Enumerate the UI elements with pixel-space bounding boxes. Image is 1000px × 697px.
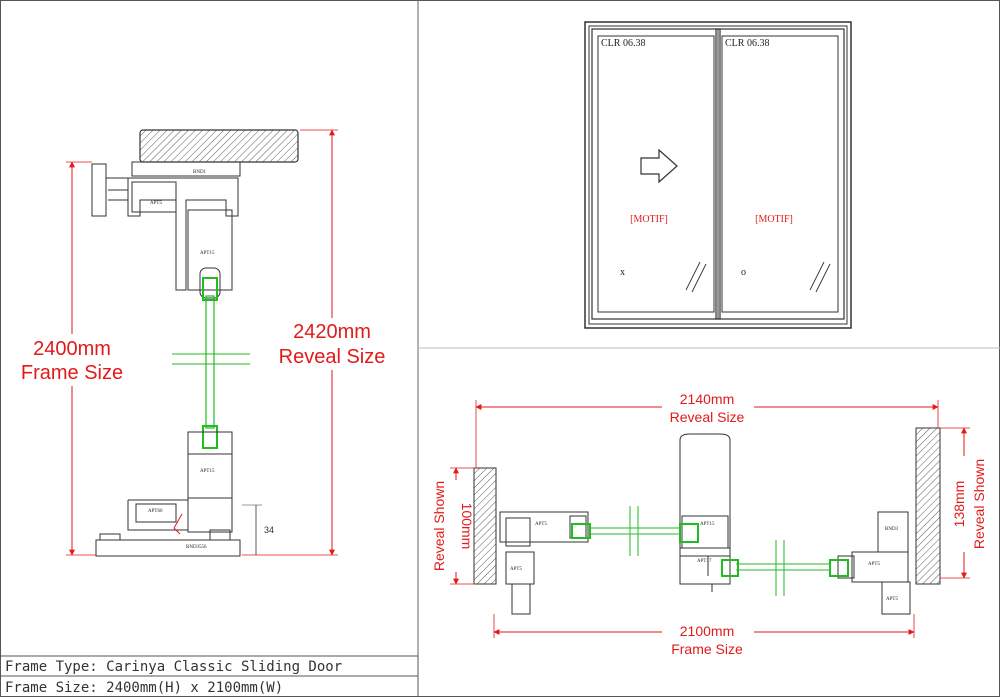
glass-reflection-icon [685,261,831,293]
head-profile-codes: BND1 APT5 APT15 [150,170,215,256]
vertical-section: BND1 APT5 APT15 APT15 APT60 BND3556 [14,129,394,557]
right-glass-spec: CLR 06.38 [725,38,769,49]
sill-glazing-gasket [202,425,218,449]
profile-code: APT5 [150,201,162,206]
reveal-size-value: 2420mm [293,321,371,343]
sill-profile-codes: APT15 APT60 BND3556 [148,469,215,550]
profile-code: BND3556 [186,545,207,550]
frame-type-text: Frame Type: Carinya Classic Sliding Door [5,659,342,675]
left-panel-type: X [620,267,625,278]
head-lintel [139,129,299,163]
profile-code: APT5 [535,522,547,527]
left-motif-label: [MOTIF] [630,214,668,225]
profile-code: APT15 [200,251,215,256]
profile-code: APT5 [868,562,880,567]
left-reveal-label: Reveal Shown [431,481,447,571]
right-motif-label: [MOTIF] [755,214,793,225]
outer-frame [584,21,852,329]
vertical-glass [172,295,250,429]
frame-size-text: Frame Size: 2400mm(H) x 2100mm(W) [5,680,283,696]
left-reveal-wall [473,467,497,585]
right-reveal-wall [915,427,941,585]
reveal-width-value: 2140mm [680,391,734,407]
title-block: Frame Type: Carinya Classic Sliding Door… [0,655,419,697]
head-glazing-gasket [202,277,218,301]
frame-width-label: Frame Size [671,641,743,657]
right-reveal-label: Reveal Shown [971,459,987,549]
profile-code: APT60 [148,509,163,514]
right-panel-type: O [741,267,746,278]
frame-width-value: 2100mm [680,623,734,639]
profile-code: APT17 [697,559,712,564]
horizontal-section: APT5 APT5 APT15 APT17 BND3 APT5 AP [428,388,996,658]
door-elevation: CLR 06.38 CLR 06.38 [MOTIF] [MOTIF] X O [584,21,852,329]
left-reveal-value: 100mm [459,503,475,550]
frame-size-value: 2400mm [33,338,111,360]
left-glass-spec: CLR 06.38 [601,38,645,49]
left-sliding-panel [591,28,721,320]
profile-code: APT5 [886,597,898,602]
reveal-size-label: Reveal Size [279,346,386,368]
profile-code: BND3 [885,527,899,532]
profile-code: APT15 [200,469,215,474]
frame-size-label: Frame Size [21,362,123,384]
right-reveal-value: 138mm [951,481,967,528]
reveal-width-label: Reveal Size [670,409,745,425]
arrow-right-icon [640,148,678,184]
profile-code: BND1 [193,170,207,175]
profile-code: APT15 [700,522,715,527]
profile-code: APT5 [510,567,522,572]
sill-height-value: 34 [264,525,274,535]
right-fixed-panel [715,28,845,320]
